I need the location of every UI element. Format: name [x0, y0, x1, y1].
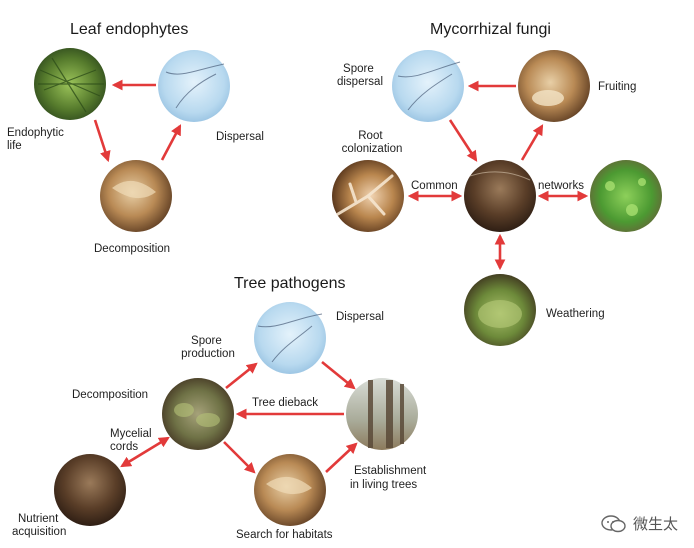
arrow-decomposition-nutrient — [120, 436, 170, 468]
leaf-litter-photo — [254, 454, 326, 526]
wechat-icon — [601, 514, 626, 532]
leaf-litter-photo — [100, 160, 172, 232]
arrow-endophytic-to-decomposition — [93, 119, 111, 163]
watermark-text: 微生太 — [632, 515, 678, 533]
tree-dieback-label: Tree dieback — [252, 397, 318, 409]
root-colonization-label: Root colonization — [342, 130, 403, 155]
arrow-decomposition-to-dispersal — [225, 362, 258, 390]
mycorrhizal-fungi-title: Mycorrhizal fungi — [430, 21, 551, 38]
leaf-dispersal-label: Dispersal — [216, 131, 264, 143]
sky-branches-photo — [392, 50, 464, 122]
endophytic-life-label: Endophytic life — [7, 127, 67, 152]
watermark: 微生太 — [601, 513, 678, 534]
forest-trees-photo — [346, 378, 418, 450]
tree-decomposition-label: Decomposition — [72, 389, 148, 401]
tree-dispersal-label: Dispersal — [336, 311, 384, 323]
leaf-decomposition-label: Decomposition — [94, 243, 170, 255]
arrow-dispersal-to-establishment — [321, 360, 356, 390]
arrow-search-to-establishment — [325, 442, 358, 473]
mossy-log-photo — [162, 378, 234, 450]
establishment-label: Establishment in living trees — [350, 465, 429, 491]
grass-seedlings-photo — [590, 160, 662, 232]
common-label: Common — [411, 180, 458, 192]
search-for-habitats-label: Search for habitats — [236, 529, 333, 541]
spore-production-label: Spore production — [181, 335, 235, 360]
spore-dispersal-label: Spore dispersal — [337, 63, 383, 88]
pine-needles-photo — [34, 48, 106, 120]
soil-photo — [54, 454, 126, 526]
arrow-decomposition-to-dispersal — [160, 124, 182, 161]
fruiting-label: Fruiting — [598, 81, 636, 93]
arrow-decomposition-to-search — [223, 441, 256, 474]
weathering-label: Weathering — [546, 308, 605, 320]
mossy-rock-photo — [464, 274, 536, 346]
tree-pathogens-title: Tree pathogens — [234, 275, 345, 292]
networks-label: networks — [538, 180, 584, 192]
mycelial-cords-label: Mycelial cords — [110, 428, 155, 453]
nutrient-acquisition-label: Nutrient acquisition — [12, 513, 66, 538]
mushroom-litter-photo — [518, 50, 590, 122]
leaf-endophytes-title: Leaf endophytes — [70, 21, 188, 38]
arrow-network-to-fruiting — [520, 124, 544, 161]
arrow-spore-dispersal-to-network — [448, 119, 478, 162]
sky-branches-photo — [158, 50, 230, 122]
soil-hyphae-photo — [464, 160, 536, 232]
sky-branches-photo — [254, 302, 326, 374]
root-tip-photo — [332, 160, 404, 232]
